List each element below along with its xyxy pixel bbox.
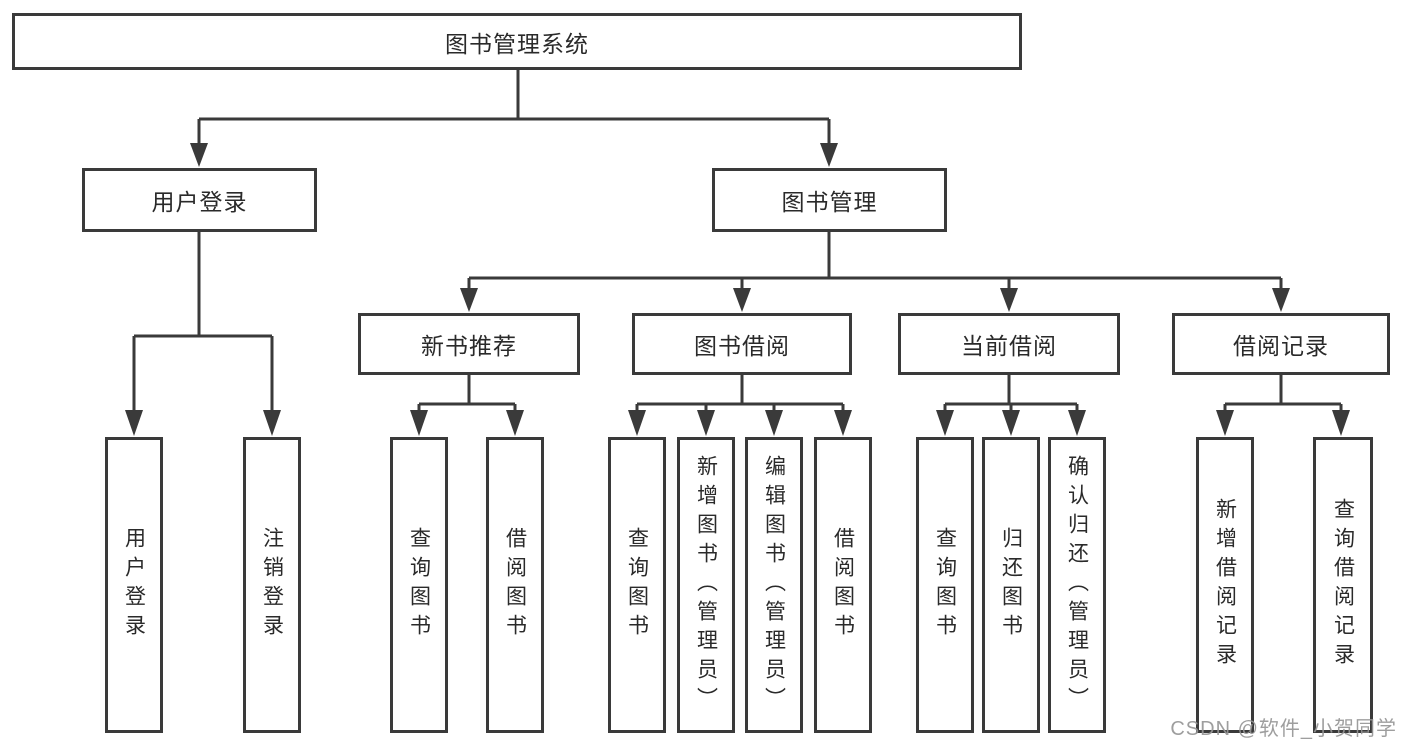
leaf-query-borrow-record: 查询借阅记录 [1313,437,1373,733]
node-book-borrow: 图书借阅 [632,313,852,375]
leaf-borrow-books: 借阅图书 [814,437,872,733]
node-label: 编辑图书（管理员） [762,454,786,716]
leaf-query-books-borrow: 查询图书 [608,437,666,733]
node-label: 当前借阅 [961,333,1057,359]
leaf-query-books-recommend: 查询图书 [390,437,448,733]
node-label: 借阅图书 [831,527,855,643]
edge-current-borrow-children [936,373,1086,436]
node-label: 新增图书（管理员） [694,454,718,716]
node-borrow-records: 借阅记录 [1172,313,1390,375]
edge-new-book-recommend-children [410,373,524,436]
edge-book-management-children [460,230,1290,312]
edge-user-login-children [125,230,281,436]
csdn-watermark: CSDN @软件_小贺同学 [1170,718,1397,740]
leaf-query-books-current: 查询图书 [916,437,974,733]
edge-borrow-records-children [1216,373,1350,436]
node-library-management-system: 图书管理系统 [12,13,1022,70]
node-label: 查询图书 [933,527,957,643]
node-label: 用户登录 [151,189,248,215]
node-label: 新书推荐 [421,333,517,359]
node-label: 用户登录 [122,527,146,643]
node-user-login: 用户登录 [82,168,317,232]
leaf-add-books-admin: 新增图书（管理员） [677,437,735,733]
leaf-add-borrow-record: 新增借阅记录 [1196,437,1254,733]
node-label: 确认归还（管理员） [1065,454,1089,716]
node-label: 图书借阅 [694,333,790,359]
leaf-borrow-books-recommend: 借阅图书 [486,437,544,733]
node-label: 新增借阅记录 [1213,498,1237,672]
edge-book-borrow-children [628,373,852,436]
node-label: 图书管理系统 [445,30,589,57]
node-label: 查询图书 [625,527,649,643]
leaf-return-books: 归还图书 [982,437,1040,733]
node-new-book-recommend: 新书推荐 [358,313,580,375]
node-label: 借阅图书 [503,527,527,643]
node-label: 注销登录 [260,527,284,643]
leaf-confirm-return-admin: 确认归还（管理员） [1048,437,1106,733]
edge-root-to-level2 [190,68,838,167]
node-label: 查询借阅记录 [1331,498,1355,672]
node-label: 借阅记录 [1233,333,1329,359]
node-current-borrow: 当前借阅 [898,313,1120,375]
node-label: 查询图书 [407,527,431,643]
leaf-logout: 注销登录 [243,437,301,733]
leaf-edit-books-admin: 编辑图书（管理员） [745,437,803,733]
node-book-management: 图书管理 [712,168,947,232]
node-label: 图书管理 [781,189,878,215]
node-label: 归还图书 [999,527,1023,643]
leaf-user-login: 用户登录 [105,437,163,733]
